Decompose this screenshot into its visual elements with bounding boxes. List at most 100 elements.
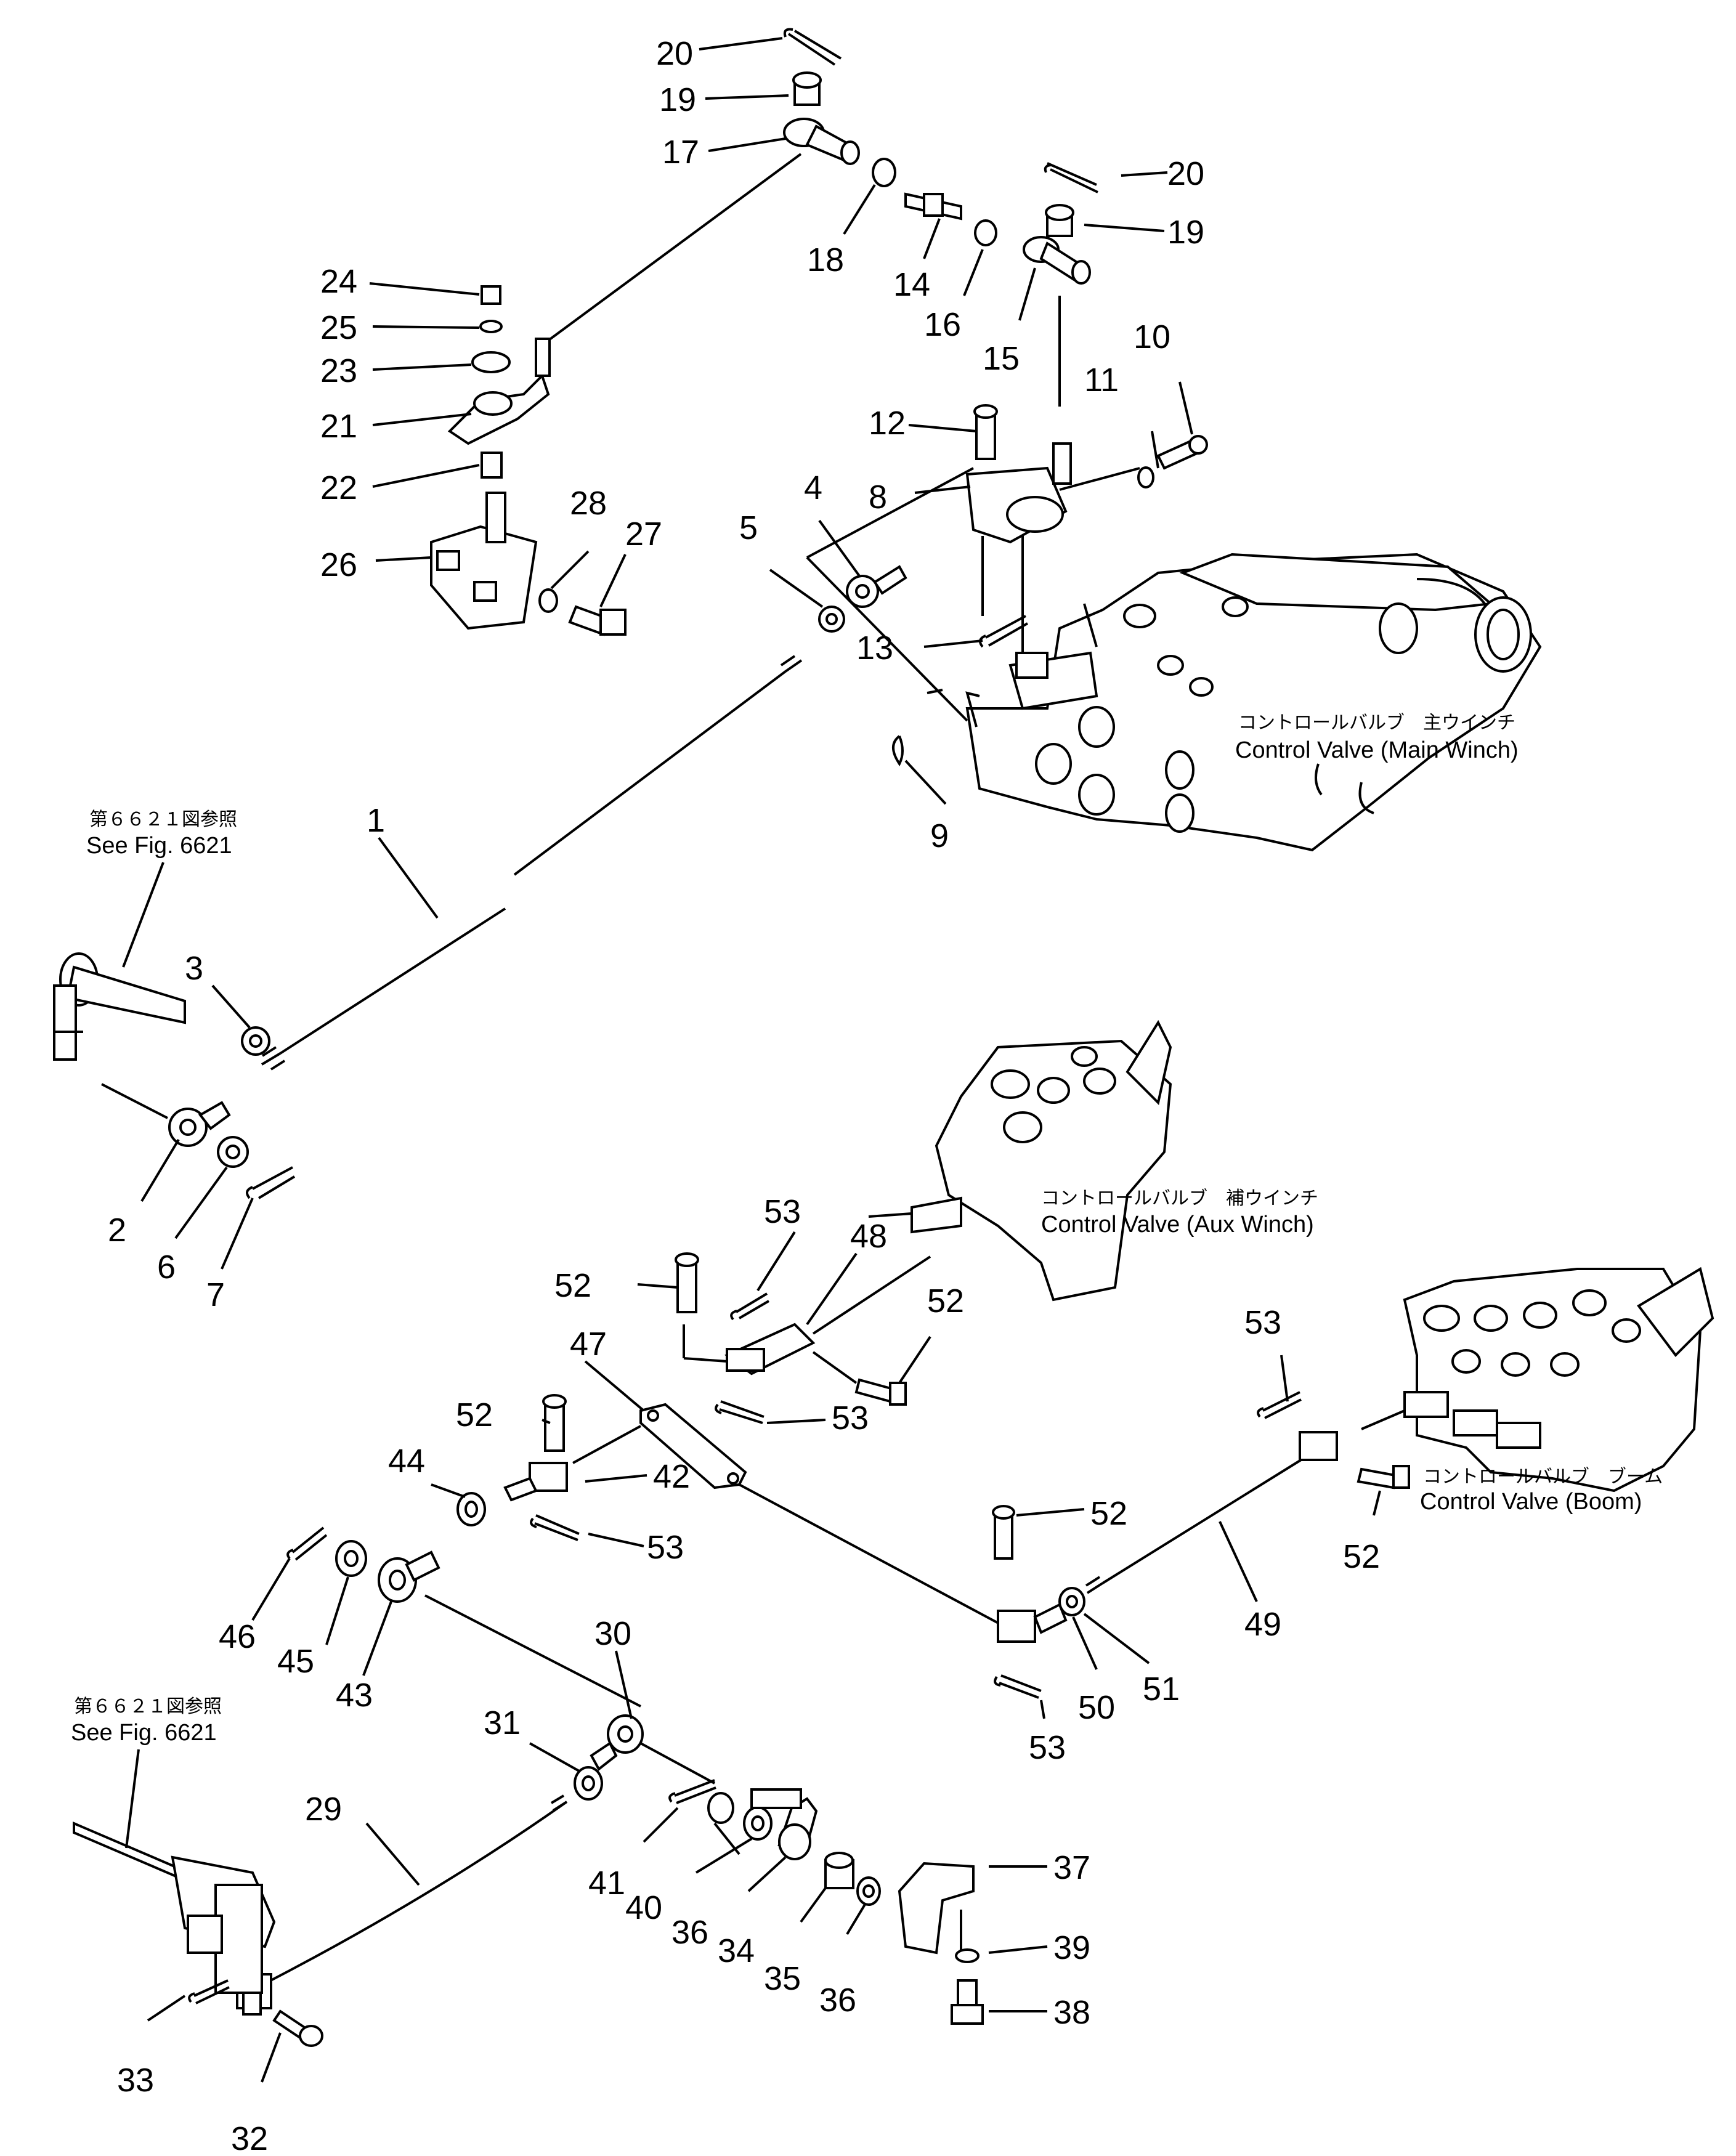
pin-52d bbox=[992, 1505, 1015, 1560]
link-line bbox=[541, 153, 802, 346]
label-36b: 36 bbox=[819, 1982, 856, 2019]
label-17: 17 bbox=[662, 134, 699, 171]
clevis-42 bbox=[503, 1462, 568, 1502]
cotter-pin-33 bbox=[188, 1979, 230, 2004]
caption-see-fig-bottom-jp: 第６６２１図参照 bbox=[74, 1696, 222, 1717]
label-20: 20 bbox=[656, 35, 693, 72]
label-53: 53 bbox=[764, 1193, 801, 1230]
nut-3 bbox=[241, 1026, 270, 1056]
nut-51 bbox=[1058, 1587, 1085, 1616]
nut-19 bbox=[792, 71, 822, 106]
label-33: 33 bbox=[117, 2062, 154, 2099]
lever-34 bbox=[750, 1788, 818, 1860]
label-45: 45 bbox=[277, 1643, 314, 1680]
cotter-pin-7 bbox=[246, 1166, 296, 1199]
label-46: 46 bbox=[219, 1618, 256, 1655]
ball-joint-17 bbox=[783, 118, 860, 165]
label-9: 9 bbox=[930, 817, 949, 854]
clevis-48 bbox=[724, 1255, 931, 1376]
label-20b: 20 bbox=[1167, 155, 1204, 192]
label-36: 36 bbox=[671, 1914, 708, 1951]
label-19b: 19 bbox=[1167, 214, 1204, 251]
lever-assembly-bottom bbox=[73, 1821, 276, 1994]
label-49: 49 bbox=[1244, 1606, 1281, 1643]
lever-assembly-top bbox=[53, 952, 186, 1061]
label-53b: 53 bbox=[832, 1400, 869, 1437]
cotter-pin-53b bbox=[715, 1400, 765, 1424]
label-30: 30 bbox=[594, 1615, 631, 1652]
label-42: 42 bbox=[653, 1458, 690, 1495]
label-27: 27 bbox=[625, 516, 662, 553]
rod-49 bbox=[1085, 1431, 1338, 1594]
label-34: 34 bbox=[718, 1932, 755, 1969]
label-47: 47 bbox=[570, 1326, 607, 1363]
nut-24 bbox=[481, 285, 501, 305]
nut-18 bbox=[872, 158, 896, 187]
label-41: 41 bbox=[588, 1865, 625, 1902]
label-52e: 52 bbox=[1343, 1538, 1380, 1575]
bolt-27 bbox=[568, 605, 627, 636]
cotter-pin-46 bbox=[286, 1526, 328, 1561]
bushing-35 bbox=[824, 1852, 854, 1889]
label-7: 7 bbox=[206, 1276, 225, 1313]
cotter-pin-53 bbox=[730, 1292, 770, 1321]
rod-1 bbox=[261, 655, 803, 1071]
label-23: 23 bbox=[320, 352, 357, 389]
link-line bbox=[806, 467, 974, 559]
nut-19b bbox=[1045, 204, 1074, 237]
label-53c: 53 bbox=[647, 1529, 684, 1566]
snap-ring-11 bbox=[1137, 466, 1154, 488]
nut-5 bbox=[818, 606, 845, 633]
cotter-pin-13 bbox=[979, 615, 1028, 648]
nut-16 bbox=[974, 219, 997, 246]
label-48: 48 bbox=[850, 1218, 887, 1255]
label-8: 8 bbox=[869, 479, 887, 516]
washer-25 bbox=[479, 320, 503, 333]
label-40: 40 bbox=[625, 1889, 662, 1926]
bolt-32 bbox=[272, 2009, 323, 2047]
label-6: 6 bbox=[157, 1249, 176, 1286]
nut-31 bbox=[574, 1766, 603, 1801]
label-43: 43 bbox=[336, 1677, 373, 1714]
label-2: 2 bbox=[108, 1212, 126, 1249]
pin-52b bbox=[854, 1378, 907, 1406]
caption-aux-winch-jp: コントロールバルブ 補ウインチ bbox=[1041, 1188, 1318, 1209]
label-52d: 52 bbox=[1090, 1495, 1127, 1532]
label-1: 1 bbox=[367, 802, 385, 839]
clevis-50 bbox=[997, 1603, 1068, 1643]
nut-45 bbox=[335, 1540, 367, 1577]
label-32: 32 bbox=[231, 2120, 268, 2156]
bushing-36 bbox=[743, 1806, 773, 1841]
bolt-38 bbox=[951, 1979, 984, 2025]
label-52: 52 bbox=[554, 1267, 591, 1304]
label-52b: 52 bbox=[927, 1283, 964, 1319]
label-37: 37 bbox=[1053, 1849, 1090, 1886]
bushing-36b bbox=[856, 1876, 881, 1906]
cotter-pin-41 bbox=[668, 1779, 716, 1804]
bracket-37 bbox=[898, 1862, 975, 1955]
label-53e: 53 bbox=[1244, 1304, 1281, 1341]
cotter-pin-53e bbox=[1257, 1391, 1302, 1419]
label-25: 25 bbox=[320, 309, 357, 346]
nut-6 bbox=[217, 1136, 249, 1168]
label-53d: 53 bbox=[1029, 1729, 1066, 1766]
label-31: 31 bbox=[484, 1704, 521, 1741]
label-24: 24 bbox=[320, 263, 357, 300]
rod-end-30 bbox=[590, 1714, 644, 1772]
ball-joint-15 bbox=[1023, 236, 1091, 285]
label-19: 19 bbox=[659, 81, 696, 118]
link-line bbox=[806, 556, 968, 722]
label-12: 12 bbox=[869, 405, 906, 442]
label-13: 13 bbox=[856, 630, 893, 667]
lever-21 bbox=[447, 338, 551, 445]
pin-52 bbox=[675, 1252, 699, 1313]
caption-see-fig-bottom-en: See Fig. 6621 bbox=[71, 1720, 217, 1746]
cotter-pin-20b bbox=[1044, 162, 1098, 193]
lever-8 bbox=[965, 442, 1072, 544]
pin-52c bbox=[542, 1394, 567, 1452]
snap-ring-9 bbox=[892, 735, 904, 766]
label-35: 35 bbox=[764, 1960, 801, 1997]
turnbuckle-14 bbox=[904, 192, 962, 221]
rod-29 bbox=[264, 1794, 568, 1985]
label-11: 11 bbox=[1084, 362, 1119, 399]
